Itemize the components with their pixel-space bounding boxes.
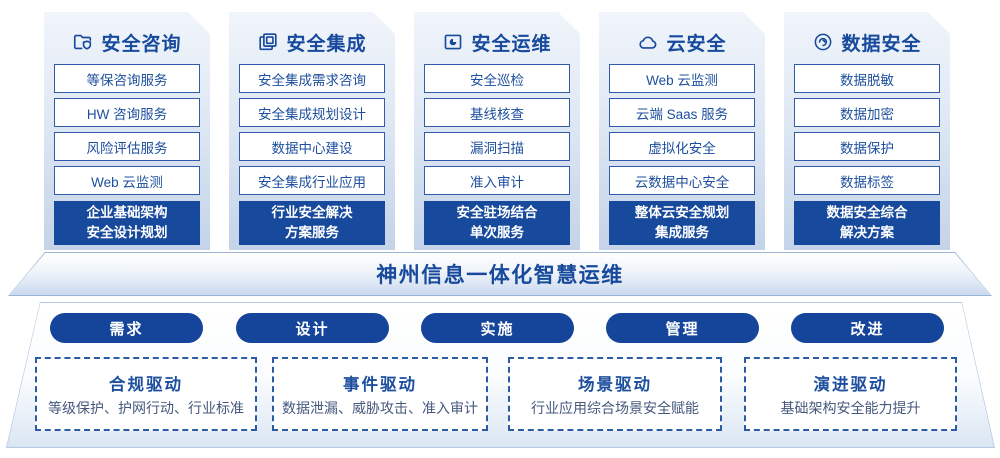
pillar-summary: 行业安全解决 方案服务: [239, 201, 385, 245]
banner: 神州信息一体化智慧运维: [8, 252, 992, 296]
pillar-summary-line: 行业安全解决: [271, 205, 353, 221]
service-item-list: 安全巡检 基线核查 漏洞扫描 准入审计: [424, 64, 570, 195]
driver-desc: 基础架构安全能力提升: [780, 399, 921, 416]
driver-box-compliance: 合规驱动 等级保护、护网行动、行业标准: [35, 357, 257, 431]
phase-pill-design: 设计: [236, 313, 389, 343]
fingerprint-icon: [812, 31, 834, 53]
service-item: 等保咨询服务: [54, 64, 200, 93]
driver-box-scenario: 场景驱动 行业应用综合场景安全赋能: [508, 357, 722, 431]
driver-title: 演进驱动: [813, 375, 888, 394]
service-item-list: 等保咨询服务 HW 咨询服务 风险评估服务 Web 云监测: [54, 64, 200, 195]
banner-title: 神州信息一体化智慧运维: [376, 264, 624, 287]
pillar-summary-line: 整体云安全规划: [634, 205, 730, 221]
driver-desc: 行业应用综合场景安全赋能: [531, 399, 699, 416]
folder-shield-icon: [72, 31, 94, 53]
service-item: 云端 Saas 服务: [609, 98, 755, 127]
service-item: 安全集成行业应用: [239, 166, 385, 195]
pillar-header: 安全集成: [239, 25, 385, 59]
pillar-header: 数据安全: [794, 25, 940, 59]
pillar-summary-line: 方案服务: [285, 225, 339, 240]
pillar-summary: 安全驻场结合 单次服务: [424, 201, 570, 245]
pillar-title: 数据安全: [841, 33, 922, 55]
service-item: 安全集成规划设计: [239, 98, 385, 127]
service-item: 数据加密: [794, 98, 940, 127]
driver-title: 合规驱动: [109, 375, 183, 394]
pillar-card-cloud-security: 云安全 Web 云监测 云端 Saas 服务 虚拟化安全 云数据中心安全 整体云…: [599, 12, 765, 250]
pillar-summary-line: 单次服务: [470, 225, 524, 240]
pillar-summary: 企业基础架构 安全设计规划: [54, 201, 200, 245]
service-item: 安全集成需求咨询: [239, 64, 385, 93]
pillar-summary-line: 集成服务: [655, 225, 709, 240]
service-item: 数据中心建设: [239, 132, 385, 161]
service-item-list: 安全集成需求咨询 安全集成规划设计 数据中心建设 安全集成行业应用: [239, 64, 385, 195]
pillar-summary-line: 数据安全综合: [826, 205, 908, 221]
pillar-summary-line: 安全设计规划: [86, 225, 168, 240]
pillar-summary: 整体云安全规划 集成服务: [609, 201, 755, 245]
service-item-list: 数据脱敏 数据加密 数据保护 数据标签: [794, 64, 940, 195]
driver-box-incident: 事件驱动 数据泄漏、威胁攻击、准入审计: [272, 357, 488, 431]
copy-docs-icon: [257, 31, 279, 53]
pillar-card-security-operations: 安全运维 安全巡检 基线核查 漏洞扫描 准入审计 安全驻场结合 单次服务: [414, 12, 580, 250]
folder-pie-icon: [442, 31, 464, 53]
pillar-title: 安全集成: [286, 33, 367, 55]
service-item: HW 咨询服务: [54, 98, 200, 127]
pillar-card-security-integration: 安全集成 安全集成需求咨询 安全集成规划设计 数据中心建设 安全集成行业应用 行…: [229, 12, 395, 250]
pillar-card-security-consulting: 安全咨询 等保咨询服务 HW 咨询服务 风险评估服务 Web 云监测 企业基础架…: [44, 12, 210, 250]
phase-pill-manage: 管理: [606, 313, 759, 343]
pillar-header: 安全咨询: [54, 25, 200, 59]
driver-title: 场景驱动: [578, 375, 652, 394]
pillar-summary: 数据安全综合 解决方案: [794, 201, 940, 245]
driver-box-evolution: 演进驱动 基础架构安全能力提升: [744, 357, 957, 431]
banner-surface: 神州信息一体化智慧运维: [9, 253, 991, 295]
service-item: 风险评估服务: [54, 132, 200, 161]
service-item: 云数据中心安全: [609, 166, 755, 195]
service-item: Web 云监测: [54, 166, 200, 195]
phase-pill-improve: 改进: [791, 313, 944, 343]
service-item-list: Web 云监测 云端 Saas 服务 虚拟化安全 云数据中心安全: [609, 64, 755, 195]
pillar-header: 安全运维: [424, 25, 570, 59]
pillar-summary-line: 企业基础架构: [86, 205, 168, 221]
pillar-summary-line: 解决方案: [840, 225, 894, 240]
service-item: 漏洞扫描: [424, 132, 570, 161]
pillar-title: 安全运维: [471, 33, 552, 55]
service-item: 安全巡检: [424, 64, 570, 93]
driver-title: 事件驱动: [343, 375, 417, 394]
cloud-icon: [637, 31, 659, 53]
phase-pill-implement: 实施: [421, 313, 574, 343]
pillar-card-data-security: 数据安全 数据脱敏 数据加密 数据保护 数据标签 数据安全综合 解决方案: [784, 12, 950, 250]
driver-desc: 数据泄漏、威胁攻击、准入审计: [282, 399, 478, 416]
pillar-summary-line: 安全驻场结合: [456, 205, 538, 221]
service-item: 数据标签: [794, 166, 940, 195]
service-item: Web 云监测: [609, 64, 755, 93]
service-item: 基线核查: [424, 98, 570, 127]
service-item: 虚拟化安全: [609, 132, 755, 161]
pillar-title: 云安全: [666, 33, 727, 55]
pillar-title: 安全咨询: [101, 33, 182, 55]
phase-pill-requirements: 需求: [50, 313, 203, 343]
service-item: 数据保护: [794, 132, 940, 161]
service-item: 准入审计: [424, 166, 570, 195]
driver-desc: 等级保护、护网行动、行业标准: [48, 399, 244, 416]
pillar-header: 云安全: [609, 25, 755, 59]
service-item: 数据脱敏: [794, 64, 940, 93]
